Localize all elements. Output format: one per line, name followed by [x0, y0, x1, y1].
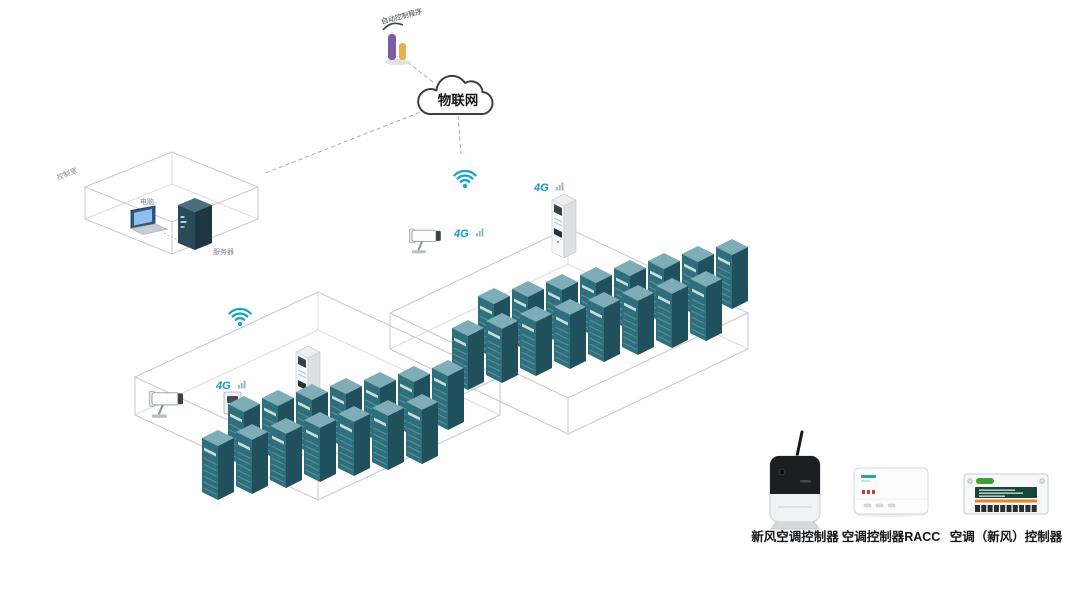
- brand-pill: [976, 478, 994, 484]
- wifi-icon: [228, 307, 252, 328]
- product-label-racc: 空调控制器RACC: [842, 529, 941, 544]
- server-rack: [587, 291, 621, 363]
- port-slot: [875, 503, 884, 508]
- laptop: [130, 205, 168, 236]
- label-text-line: [979, 495, 1005, 497]
- server-rack: [553, 298, 587, 370]
- cloud-shape: [417, 74, 494, 116]
- product-ac-fresh-controller: [963, 473, 1049, 515]
- chart-bar-purple: [388, 34, 396, 60]
- server-label: 服务器: [213, 247, 234, 256]
- server-racks: [201, 238, 749, 501]
- chart-line: [382, 22, 404, 31]
- orange-stripe: [975, 499, 1037, 503]
- pc-label: 电脑: [140, 197, 154, 206]
- signal-bars-icon: [476, 228, 484, 237]
- ac-cabinet: [551, 193, 577, 259]
- wifi-icon: [453, 169, 477, 190]
- signal-bars-icon: [238, 380, 246, 389]
- chart-base: [385, 59, 411, 65]
- connector-pc-server: [163, 232, 179, 241]
- signal-bars-icon: [556, 182, 564, 191]
- antenna-icon: [795, 430, 804, 458]
- port-slot: [887, 503, 896, 508]
- terminal-blocks: [975, 505, 1037, 512]
- device-base: [770, 521, 820, 530]
- connector-cloud-control-room: [262, 109, 427, 175]
- control-room: 控制室 电脑 服务器: [55, 151, 260, 256]
- gateway-4g-label: 4G: [215, 380, 231, 392]
- server-rack: [519, 305, 553, 377]
- cctv-camera: [408, 228, 442, 255]
- screw: [1039, 478, 1045, 484]
- server-rack: [621, 284, 655, 356]
- brand-mark-small: [861, 480, 870, 482]
- product-label-ac-fresh: 空调（新风）控制器: [950, 529, 1063, 544]
- connector-lines: [262, 57, 462, 175]
- led-indicator: [872, 490, 875, 494]
- control-room-label: 控制室: [55, 166, 78, 182]
- iot-cloud: 物联网: [417, 74, 494, 116]
- monitoring-server: [178, 198, 212, 250]
- screw: [967, 478, 973, 484]
- app-label: 自动控制程序: [380, 6, 423, 26]
- server-rack: [235, 423, 269, 495]
- products: 新风空调控制器 空调控制器RACC: [751, 430, 1063, 544]
- camera-4g-label: 4G: [453, 228, 469, 240]
- product-racc-controller: [853, 467, 929, 517]
- server-rack: [201, 429, 235, 501]
- server-rack: [405, 393, 439, 465]
- brand-mark: [861, 475, 876, 478]
- cloud-label: 物联网: [438, 92, 479, 108]
- server-rack: [303, 411, 337, 483]
- server-rack: [689, 270, 723, 342]
- product-label-fresh-air: 新风空调控制器: [751, 529, 839, 544]
- led-indicator: [867, 490, 870, 494]
- device-body: [853, 467, 929, 515]
- device-top-panel: [770, 456, 820, 494]
- connector-cloud-wifi: [457, 115, 462, 155]
- server-rack: [485, 312, 519, 384]
- led-indicator: [862, 490, 865, 494]
- sensor-dot: [778, 468, 786, 476]
- server-rack: [337, 405, 371, 477]
- label-text-line: [979, 489, 1015, 491]
- ac-4g-label: 4G: [533, 182, 549, 194]
- app-chart-icon: 自动控制程序: [380, 6, 423, 65]
- cctv-camera: [148, 390, 185, 419]
- label-text-line: [979, 492, 1023, 494]
- product-fresh-air-controller: [769, 430, 821, 530]
- panel-seam: [778, 506, 812, 508]
- port-slot: [863, 503, 872, 508]
- chart-bar-yellow: [399, 43, 406, 60]
- server-rack: [371, 399, 405, 471]
- server-rack: [269, 417, 303, 489]
- control-room-wireframe: [83, 151, 260, 255]
- server-rack: [655, 277, 689, 349]
- vent-slot: [800, 480, 811, 483]
